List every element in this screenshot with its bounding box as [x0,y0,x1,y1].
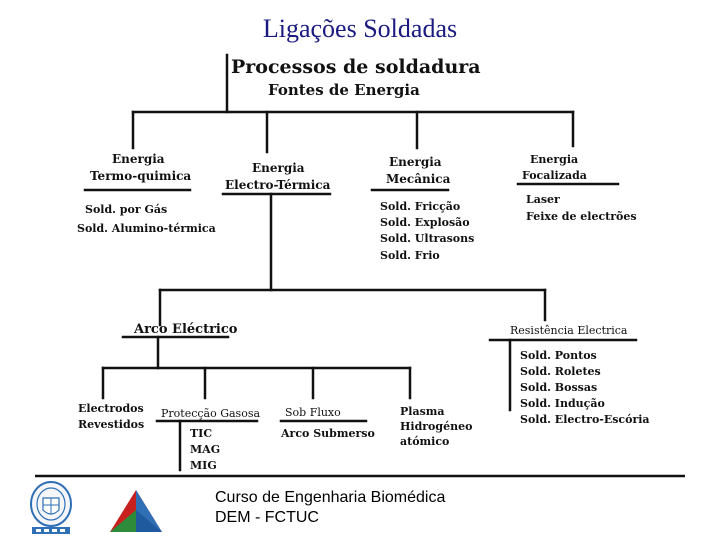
gas-protection-label: Protecção Gasosa [161,407,261,420]
mechanical-item: Sold. Explosão [380,216,470,229]
electrodes-label-line1: Electrodos [78,402,144,415]
resistance-item: Sold. Pontos [520,349,597,362]
resistance-item: Sold. Indução [520,397,605,410]
plasma-label-line3: atómico [400,435,450,448]
focused-item: Feixe de electrões [526,210,637,223]
thermochemical-label-line1: Energia [112,152,165,166]
electrothermal-label-line2: Electro-Térmica [225,178,331,192]
thermochemical-item: Sold. por Gás [85,203,168,216]
gas-protection-item: MIG [190,459,217,472]
flux-item: Arco Submerso [281,427,375,440]
flux-label: Sob Fluxo [285,406,341,419]
plasma-label-line2: Hidrogéneo [400,420,473,433]
electrodes-label-line2: Revestidos [78,418,145,431]
thermochemical-label-line2: Termo-quimica [90,169,192,183]
resistance-item: Sold. Roletes [520,365,601,378]
footer-department: DEM - FCTUC [215,509,319,526]
mechanical-label-line1: Energia [389,155,442,169]
resistance-item: Sold. Electro-Escória [520,413,650,426]
mechanical-item: Sold. Fricção [380,200,461,213]
footer-text: Curso de Engenharia Biomédica DEM - FCTU… [215,488,445,528]
electric-arc-label: Arco Eléctrico [134,322,238,337]
focused-label-line2: Focalizada [522,169,587,182]
diagram-title: Processos de soldadura [231,56,481,78]
diagram-subtitle: Fontes de Energia [268,81,420,99]
electrothermal-label-line1: Energia [252,161,305,175]
gas-protection-item: MAG [190,443,221,456]
plasma-label-line1: Plasma [400,405,445,418]
gas-protection-item: TIC [190,427,213,440]
slide-title: Ligações Soldadas [262,14,458,43]
mechanical-item: Sold. Frio [380,249,440,262]
resistance-item: Sold. Bossas [520,381,598,394]
university-seal-logo [30,481,72,534]
mechanical-item: Sold. Ultrasons [380,232,475,245]
focused-label-line1: Energia [530,153,579,166]
department-triangle-logo [110,490,162,532]
thermochemical-item: Sold. Alumino-térmica [77,222,216,235]
focused-item: Laser [526,193,560,206]
mechanical-label-line2: Mecânica [386,172,451,186]
footer-course-name: Curso de Engenharia Biomédica [215,489,446,506]
resistance-label: Resistência Electrica [510,324,628,337]
